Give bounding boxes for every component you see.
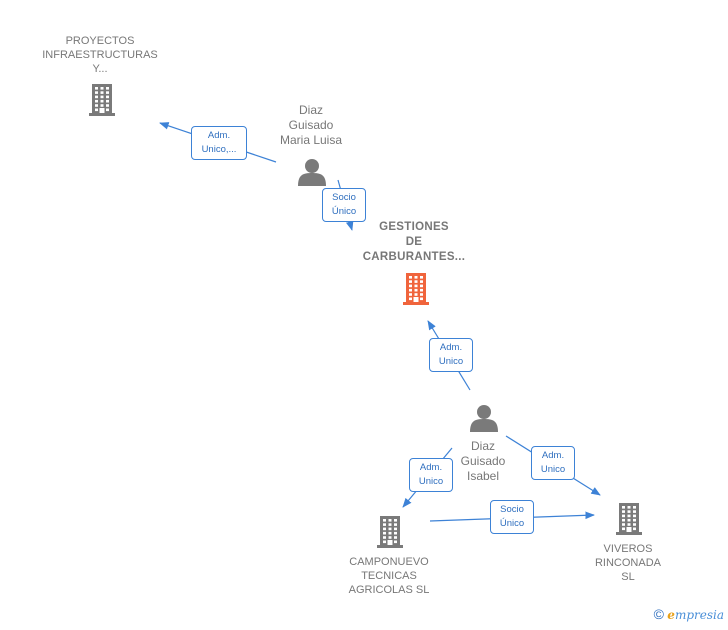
node-label-camponuevo[interactable]: CAMPONUEVO TECNICAS AGRICOLAS SL <box>329 555 449 597</box>
building-icon[interactable] <box>403 273 429 305</box>
edge-label-isabel-to-camponuevo[interactable]: Adm. Unico <box>409 458 453 492</box>
label-line: Isabel <box>466 469 500 483</box>
label-line: Único <box>331 206 357 217</box>
label-line: GESTIONES <box>379 221 449 233</box>
label-line: Socio <box>500 504 524 515</box>
copyright-icon: © <box>653 606 664 622</box>
node-label-proyectos[interactable]: PROYECTOS INFRAESTRUCTURAS Y... <box>30 34 170 76</box>
edge-label-isabel-to-viveros[interactable]: Adm. Unico <box>531 446 575 480</box>
empresia-watermark: © empresia <box>654 606 724 622</box>
label-line: Unico,... <box>201 144 237 155</box>
label-line: Unico <box>438 356 464 367</box>
label-line: Unico <box>540 464 566 475</box>
node-label-viveros[interactable]: VIVEROS RINCONADA SL <box>578 542 678 584</box>
edge-label-isabel-to-gestiones[interactable]: Adm. Unico <box>429 338 473 372</box>
label-line: Adm. <box>541 450 565 461</box>
label-line: Único <box>499 518 525 529</box>
person-icon[interactable] <box>470 405 498 432</box>
building-icon[interactable] <box>377 516 403 548</box>
label-line: Diaz <box>298 103 323 117</box>
label-line: Socio <box>332 192 356 203</box>
label-line: DE <box>405 236 423 248</box>
node-label-gestiones[interactable]: GESTIONES DE CARBURANTES... <box>349 220 479 265</box>
label-line: CAMPONUEVO <box>349 556 429 568</box>
label-line: VIVEROS <box>603 543 653 555</box>
label-line: INFRAESTRUCTURAS <box>42 49 158 61</box>
empresia-logo: empresia <box>667 608 724 622</box>
label-line: TECNICAS <box>361 570 417 582</box>
label-line: PROYECTOS <box>65 35 135 47</box>
label-line: RINCONADA <box>594 557 661 569</box>
label-line: Y... <box>92 63 108 75</box>
label-line: Adm. <box>419 462 443 473</box>
person-icon[interactable] <box>298 159 326 186</box>
edge-label-maria-luisa-to-proyectos[interactable]: Adm. Unico,... <box>191 126 247 160</box>
label-line: Diaz <box>470 439 495 453</box>
icon-layer <box>89 84 642 548</box>
building-icon[interactable] <box>89 84 115 116</box>
label-line: Guisado <box>460 454 506 468</box>
label-line: Adm. <box>439 342 463 353</box>
label-line: Adm. <box>207 130 231 141</box>
label-line: SL <box>621 571 635 583</box>
label-line: Guisado <box>288 118 334 132</box>
label-line: Unico <box>418 476 444 487</box>
label-line: Maria Luisa <box>279 133 343 147</box>
label-line: CARBURANTES... <box>362 251 466 263</box>
building-icon[interactable] <box>616 503 642 535</box>
label-line: AGRICOLAS SL <box>348 584 430 596</box>
